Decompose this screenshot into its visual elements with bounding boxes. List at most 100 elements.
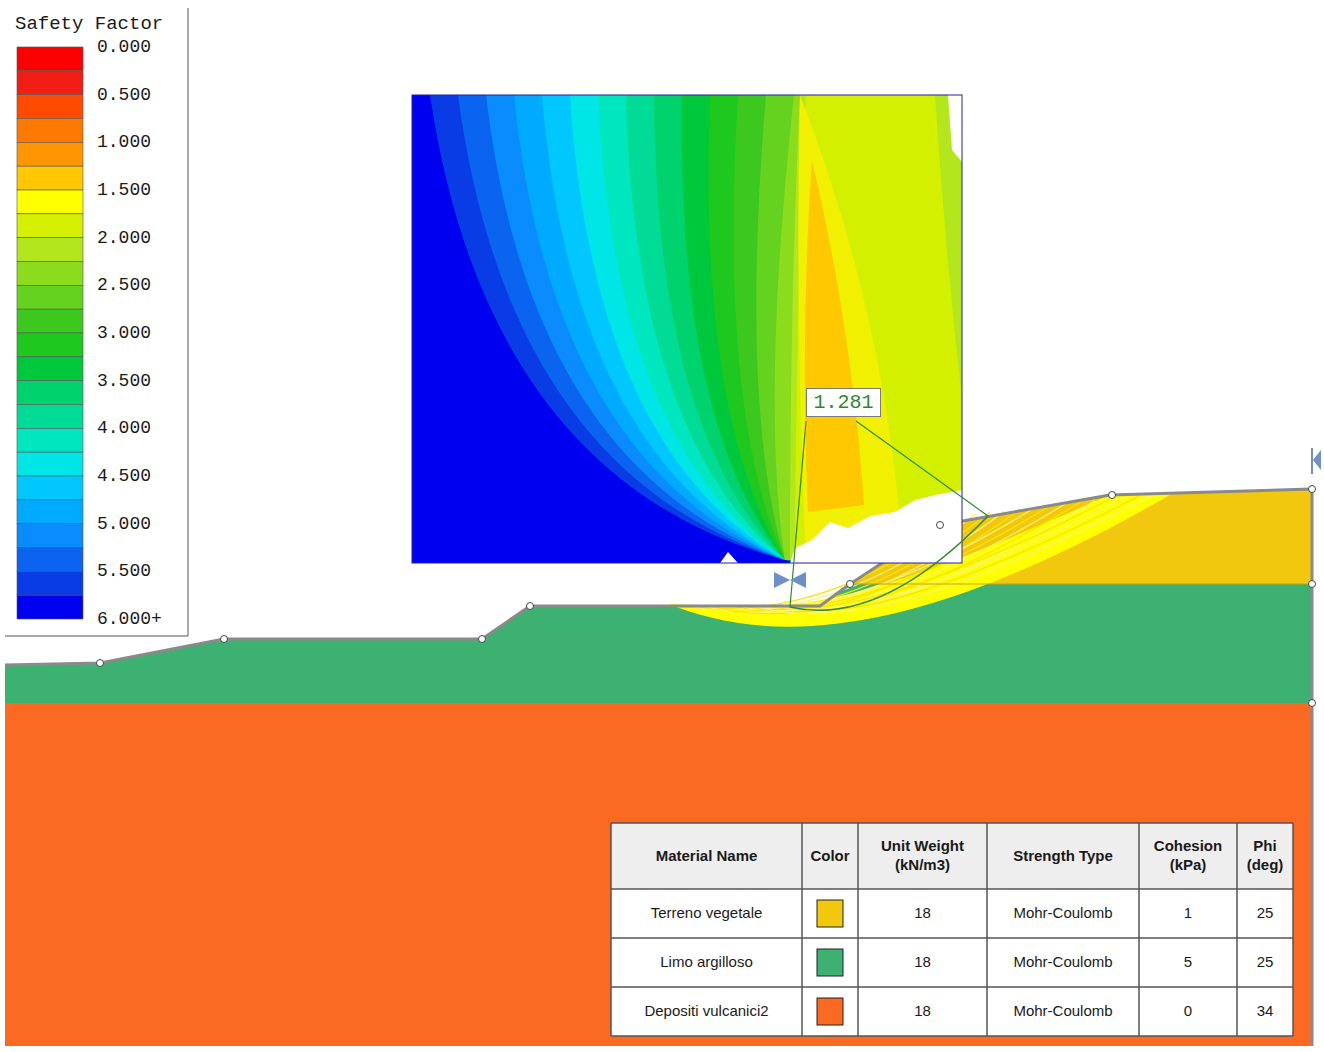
- contour-band: [734, 95, 962, 563]
- scale-band: [17, 452, 83, 476]
- legend-value: 5.000: [97, 514, 151, 534]
- table-rule: [610, 823, 612, 1036]
- legend-value: 0.000: [97, 37, 151, 57]
- table-cell: 1: [1140, 890, 1236, 937]
- table-cell: Terreno vegetale: [612, 890, 801, 937]
- table-background: [611, 823, 1293, 1036]
- scale-band: [17, 357, 83, 381]
- material-color-swatch: [817, 900, 843, 927]
- contour-band: [775, 95, 962, 563]
- legend-title: Safety Factor: [15, 13, 163, 35]
- legend-swatch: [17, 571, 83, 595]
- vertex: [847, 581, 854, 588]
- legend-value: 4.500: [97, 466, 151, 486]
- table-rule: [1236, 823, 1238, 1036]
- vertex: [97, 660, 104, 667]
- vertex: [527, 603, 534, 610]
- legend-swatch: [17, 47, 83, 71]
- legend-swatch: [17, 476, 83, 500]
- table-cell: Depositi vulcanici2: [612, 988, 801, 1035]
- table-cell: 25: [1238, 890, 1292, 937]
- legend-value: 3.500: [97, 371, 151, 391]
- table-cell: 18: [859, 890, 986, 937]
- table-rule: [611, 986, 1293, 988]
- contour-band: [430, 95, 962, 563]
- contour-band: [682, 95, 962, 563]
- table-rule: [611, 888, 1293, 890]
- contour-band: [790, 95, 962, 563]
- legend-value: 3.000: [97, 323, 151, 343]
- legend-value: 1.000: [97, 132, 151, 152]
- volcanic-deposit-layer: [5, 703, 1312, 1046]
- legend-swatch: [17, 595, 83, 619]
- contour-band: [542, 95, 962, 563]
- table-cell: Mohr-Coulomb: [988, 939, 1138, 986]
- table-header: Material Name: [612, 824, 801, 888]
- contour-band: [654, 95, 962, 563]
- contour-band: [935, 95, 962, 400]
- table-cell: 25: [1238, 939, 1292, 986]
- scale-band: [17, 166, 83, 190]
- table-cell: Mohr-Coulomb: [988, 890, 1138, 937]
- scale-band: [17, 262, 83, 286]
- contour-fill: [412, 95, 962, 563]
- contour-band: [905, 95, 962, 497]
- contour-band: [708, 95, 962, 563]
- legend-swatch: [17, 142, 83, 166]
- legend-value: 2.500: [97, 275, 151, 295]
- legend-swatch: [17, 285, 83, 309]
- contour-band: [486, 95, 962, 563]
- layer-boundary: [850, 584, 1312, 585]
- support-symbol: [1313, 450, 1321, 470]
- contour-band: [598, 95, 962, 563]
- scale-band: [17, 119, 83, 143]
- table-rule: [986, 823, 988, 1036]
- legend-swatch: [17, 95, 83, 119]
- legend-value: 6.000+: [97, 609, 162, 629]
- scale-band: [17, 500, 83, 524]
- legend-value: 2.000: [97, 228, 151, 248]
- table-cell: 5: [1140, 939, 1236, 986]
- contour-band: [795, 95, 962, 563]
- contour-band: [514, 95, 962, 563]
- legend-value: 1.500: [97, 180, 151, 200]
- vertex: [1109, 492, 1116, 499]
- scale-band: [17, 548, 83, 572]
- contour-band: [798, 95, 900, 545]
- support-symbol: [1311, 448, 1313, 474]
- legend-frame: [5, 8, 188, 636]
- vertex: [937, 522, 944, 529]
- table-cell: 18: [859, 939, 986, 986]
- table-cell: 18: [859, 988, 986, 1035]
- vertex: [1309, 700, 1316, 707]
- table-cell: Mohr-Coulomb: [988, 988, 1138, 1035]
- contour-band: [805, 160, 864, 512]
- contour-grid: [412, 95, 962, 563]
- scale-band: [17, 309, 83, 333]
- vertex: [1309, 486, 1316, 493]
- table-rule: [611, 822, 1293, 824]
- scale-band: [17, 405, 83, 429]
- contour-band: [626, 95, 962, 563]
- table-rule: [857, 823, 859, 1036]
- scale-band: [17, 214, 83, 238]
- contour-band: [570, 95, 962, 563]
- factor-callout: 1.281: [806, 388, 881, 417]
- critical-slip-surface: [790, 516, 988, 610]
- material-color-swatch: [817, 998, 843, 1025]
- table-cell: 0: [1140, 988, 1236, 1035]
- contour-band: [458, 95, 962, 563]
- table-header: Unit Weight (kN/m3): [859, 824, 986, 888]
- legend-swatch: [17, 381, 83, 405]
- table-rule: [1138, 823, 1140, 1036]
- vertex: [1309, 581, 1316, 588]
- table-rule: [611, 937, 1293, 939]
- legend-value: 5.500: [97, 561, 151, 581]
- legend-swatch: [17, 333, 83, 357]
- support-symbol: [774, 572, 806, 588]
- table-header: Color: [803, 824, 857, 888]
- scale-band: [17, 71, 83, 95]
- table-rule: [611, 1035, 1293, 1037]
